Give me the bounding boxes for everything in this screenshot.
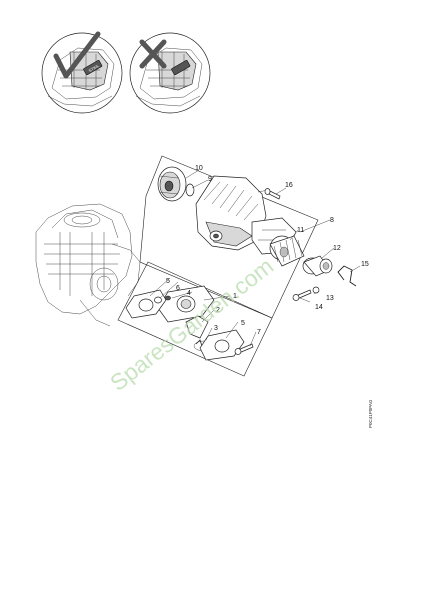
part-ring — [185, 183, 195, 197]
callout-12: 12 — [333, 245, 341, 252]
callout-9: 9 — [208, 176, 212, 183]
part-ring-6 — [154, 296, 162, 304]
part-gear-sleeve — [269, 235, 305, 267]
callout-2: 2 — [216, 307, 220, 314]
inset-incorrect — [129, 32, 211, 114]
part-screw-14 — [292, 289, 312, 301]
inset-correct: STIHL — [41, 31, 123, 114]
part-screw-7 — [234, 343, 254, 355]
callout-15: 15 — [361, 261, 369, 268]
callout-labels: 1 2 3 4 5 5 6 7 8 9 10 11 12 13 14 15 16 — [166, 165, 369, 336]
part-flange — [157, 285, 215, 323]
callout-14: 14 — [315, 304, 323, 311]
cross-mark-icon — [139, 39, 167, 69]
check-mark-icon — [53, 31, 101, 79]
callout-1: 1 — [233, 293, 237, 300]
part-clutch-drum — [157, 166, 187, 202]
callout-7: 7 — [257, 329, 261, 336]
callout-5-upper: 5 — [166, 278, 170, 285]
part-fan-housing — [195, 175, 297, 255]
part-screw-16 — [264, 188, 281, 200]
callout-4: 4 — [187, 290, 191, 297]
group-frame-upper — [139, 155, 319, 319]
group-frame-lower — [117, 261, 273, 377]
part-bush — [302, 255, 333, 277]
callout-5-lower: 5 — [241, 320, 245, 327]
brand-label: STIHL — [88, 63, 101, 73]
watermark: SparesGarden.com — [105, 253, 278, 396]
part-gasket-upper — [125, 289, 167, 319]
part-spring-clip — [337, 265, 357, 287]
part-plug-4 — [165, 295, 171, 301]
callout-13: 13 — [326, 295, 334, 302]
drawing-code: P0C41P0PAG — [368, 399, 373, 428]
leader-lines — [149, 169, 361, 347]
callout-11: 11 — [297, 227, 304, 234]
callout-3: 3 — [214, 325, 218, 332]
callout-8: 8 — [330, 217, 334, 224]
part-gasket-lower — [199, 329, 245, 361]
callout-10: 10 — [195, 165, 203, 172]
callout-16: 16 — [285, 182, 293, 189]
callout-6: 6 — [176, 285, 180, 292]
part-washer-13 — [312, 286, 320, 294]
